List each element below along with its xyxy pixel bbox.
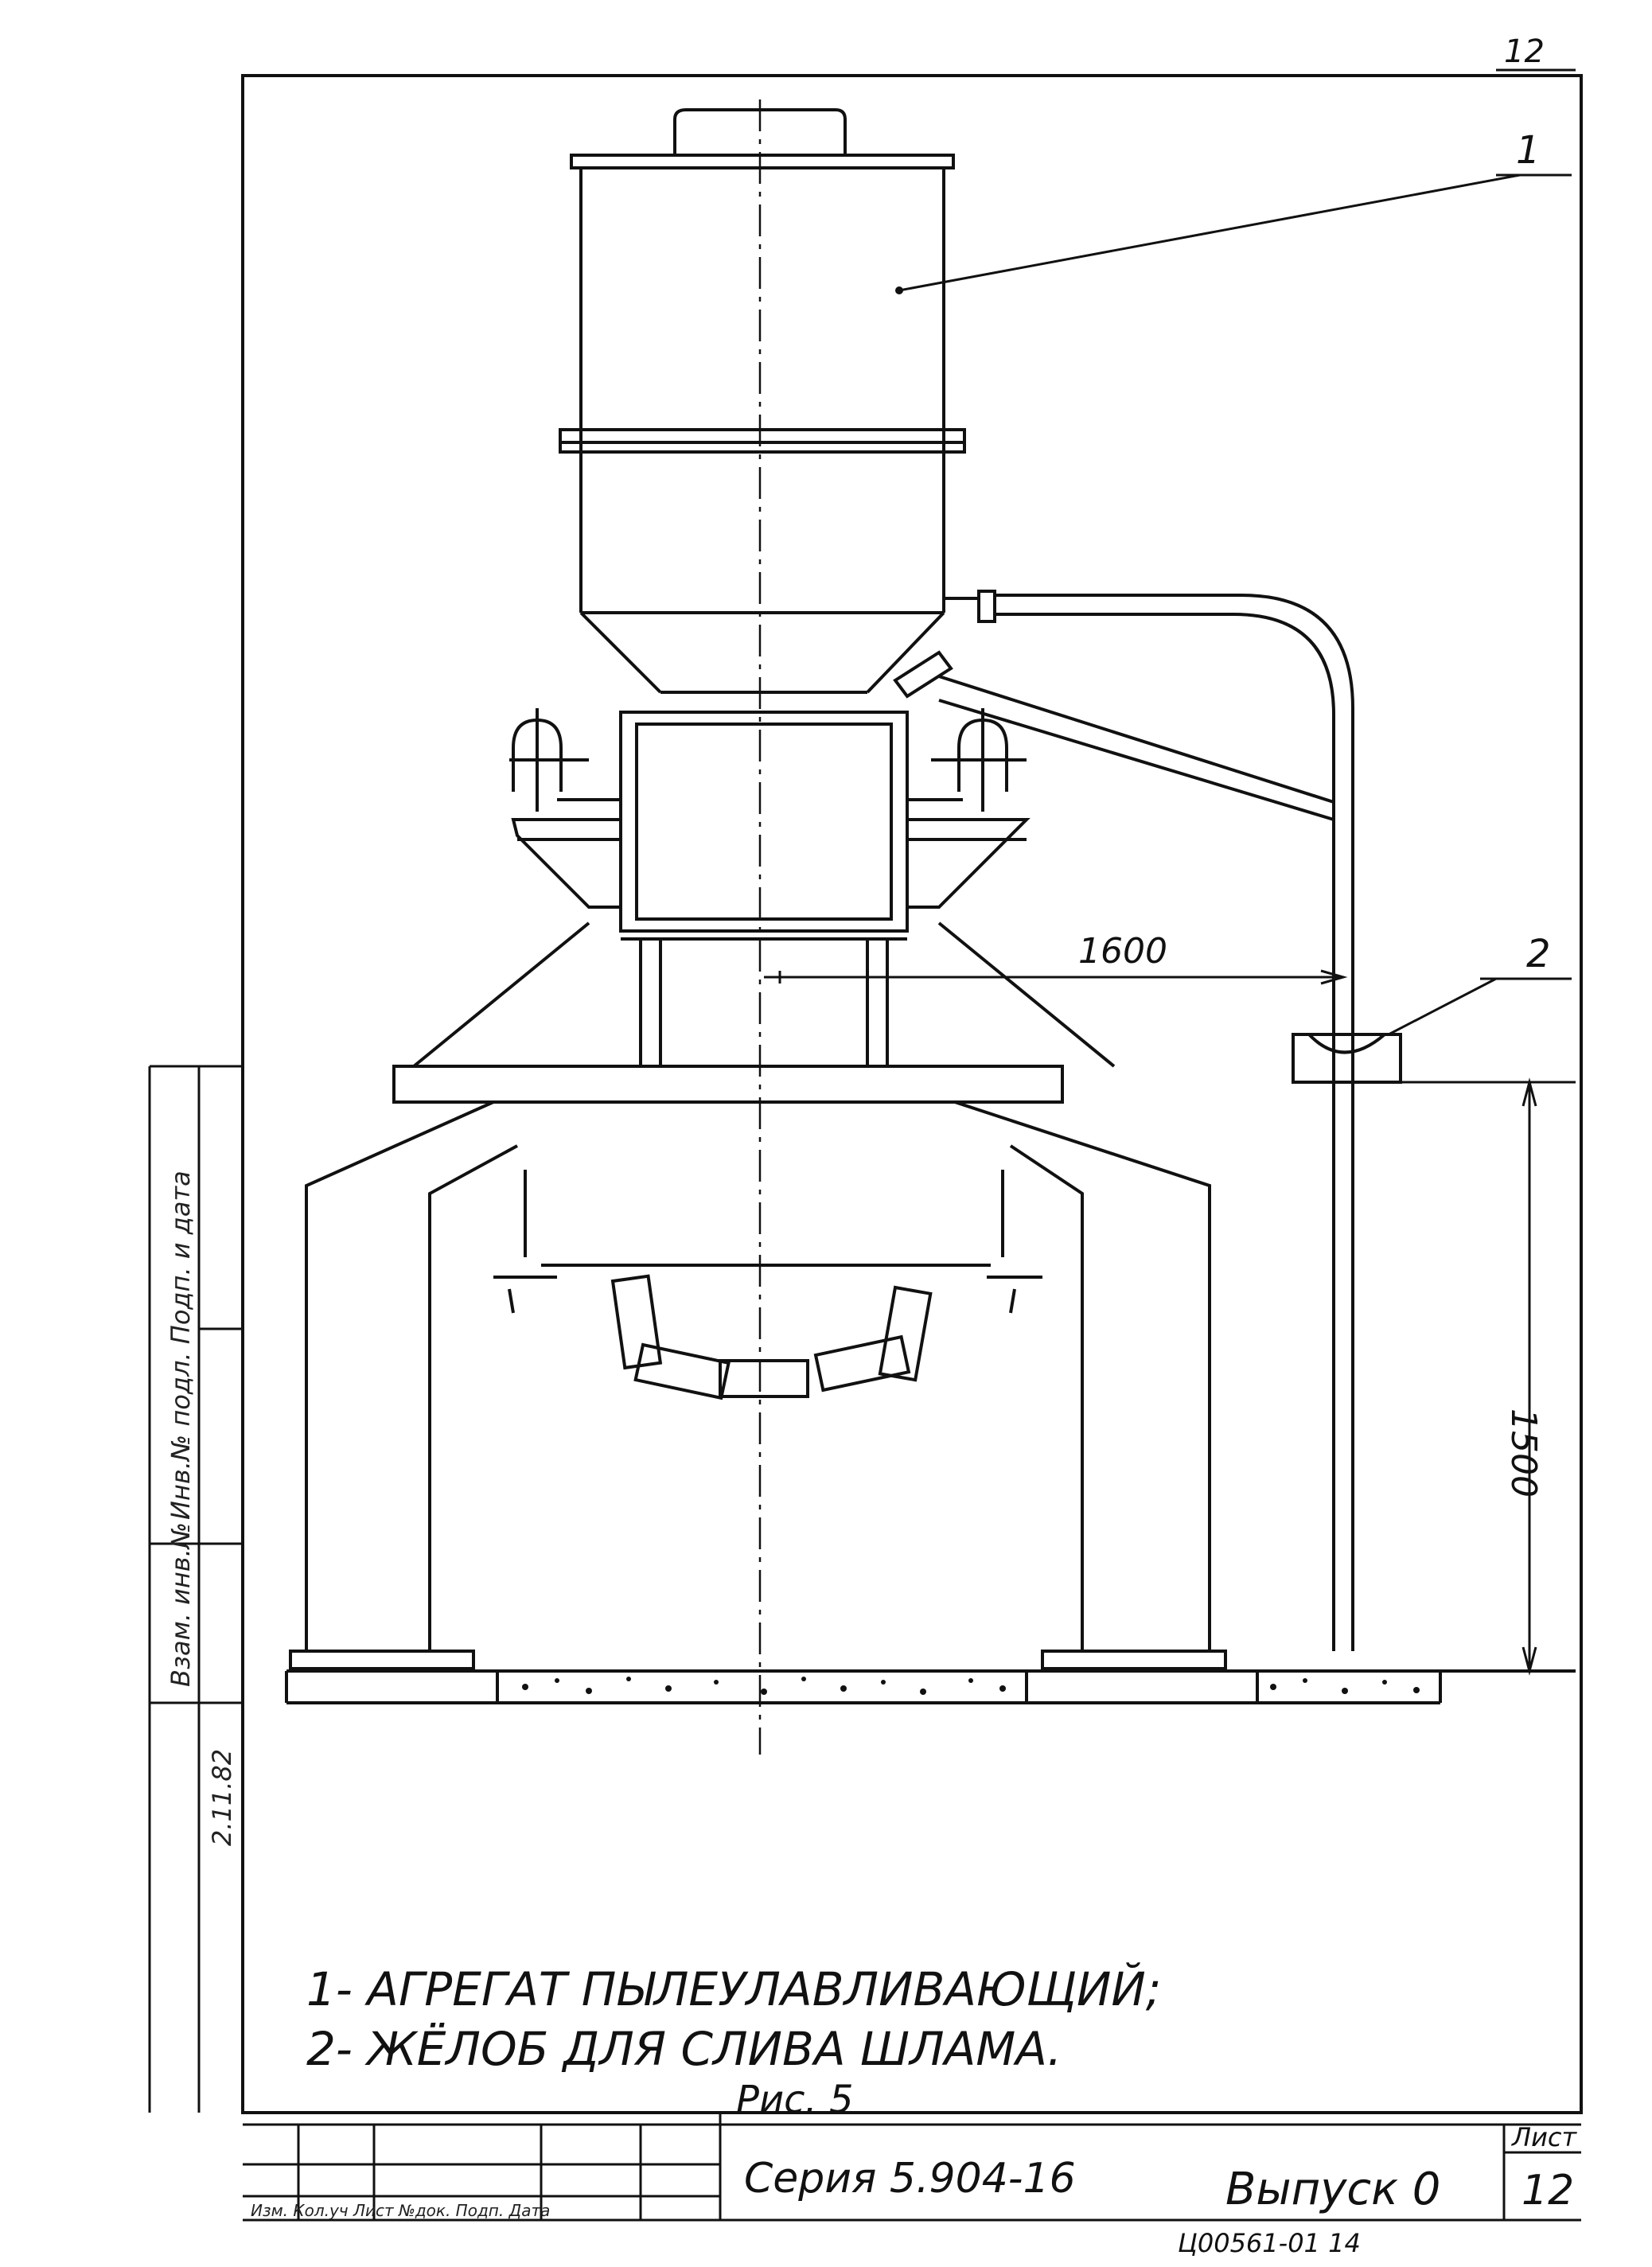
archive-number: Ц00561-01 14	[1178, 2228, 1361, 2258]
title-block	[243, 2111, 1581, 2222]
floor	[285, 1669, 1576, 1704]
sludge-pipe	[893, 590, 1354, 1651]
concrete-hatch	[522, 1677, 1420, 1695]
callout-leaders	[898, 173, 1572, 1036]
left-motor	[509, 708, 622, 909]
corner-mark: 12	[1504, 33, 1545, 70]
support-frame	[289, 921, 1227, 1670]
callout-1: 1	[1516, 128, 1541, 173]
title-block-columns: Изм. Кол.уч Лист №док. Подп. Дата	[251, 2201, 550, 2220]
dimension-1500: 1500	[1503, 1408, 1544, 1498]
belt-conveyor	[493, 1170, 1042, 1400]
hopper	[579, 611, 945, 694]
box-supports	[639, 939, 889, 1066]
dimension-1500-lines	[1401, 1077, 1576, 1676]
side-stamp-top: Инв.№ подл. Подп. и дата	[166, 1171, 196, 1520]
legend-item-2: 2- ЖЁЛОБ ДЛЯ СЛИВА ШЛАМА.	[306, 2022, 1062, 2076]
dimension-1600: 1600	[1078, 931, 1167, 972]
drawing-frame	[241, 74, 1583, 2114]
central-box	[619, 711, 909, 941]
dust-collector-column	[559, 154, 966, 613]
side-stamp	[148, 1065, 243, 2113]
sludge-trough	[1292, 1033, 1402, 1084]
side-stamp-middle: Взам. инв.№	[166, 1522, 196, 1687]
sheet-number: 12	[1521, 2167, 1574, 2214]
issue-label: Выпуск 0	[1225, 2164, 1440, 2215]
dimension-1600-lines	[764, 969, 1348, 985]
legend-item-1: 1- АГРЕГАТ ПЫЛЕУЛАВЛИВАЮЩИЙ;	[306, 1961, 1161, 2016]
right-motor	[906, 708, 1031, 909]
side-stamp-date: 2.11.82	[207, 1749, 237, 1846]
top-cap	[673, 108, 847, 155]
sheet-label: Лист	[1511, 2122, 1577, 2152]
series-label: Серия 5.904-16	[744, 2155, 1076, 2203]
callout-2: 2	[1526, 932, 1551, 976]
figure-caption: Рис. 5	[736, 2078, 854, 2122]
